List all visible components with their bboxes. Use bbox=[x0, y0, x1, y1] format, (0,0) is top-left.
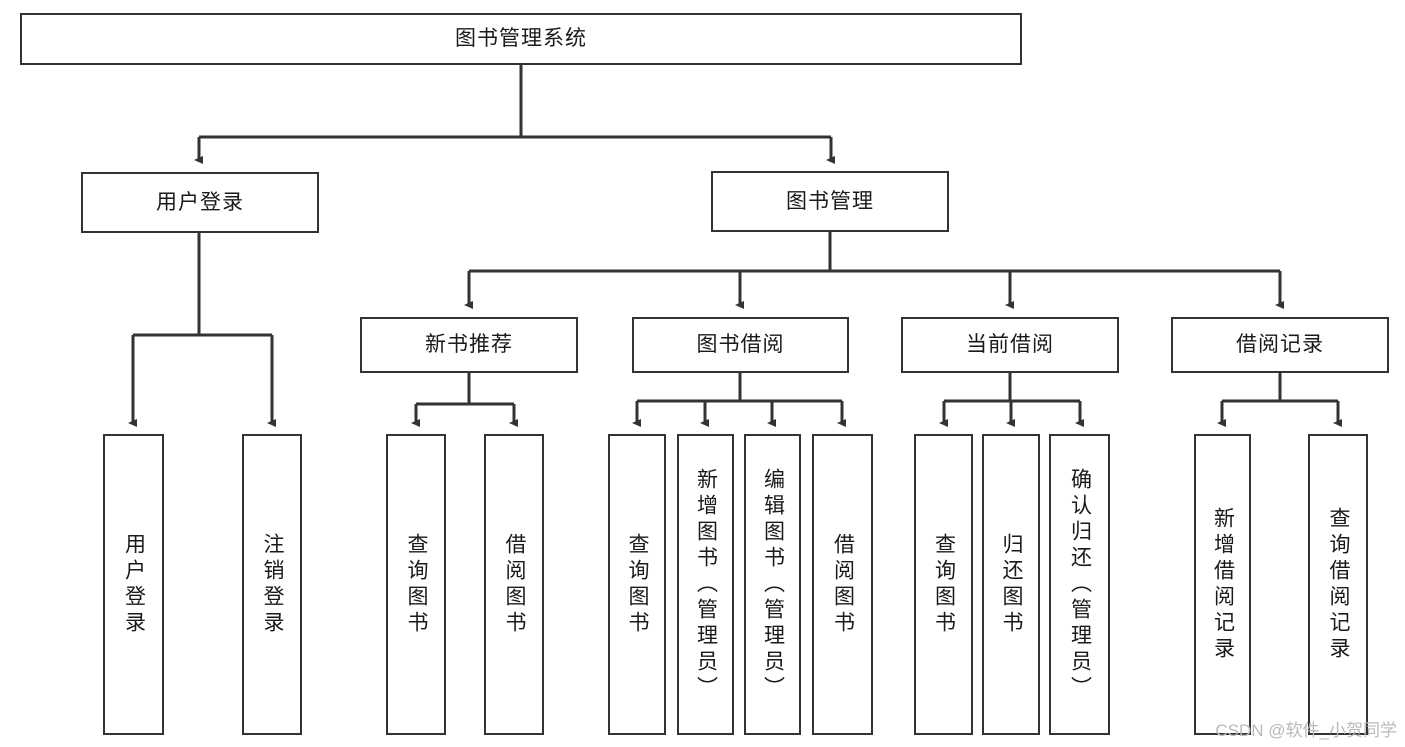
node-label: 用户登录 bbox=[156, 190, 244, 214]
node-label: 查询图书 bbox=[626, 532, 650, 637]
leaf-node[interactable]: 查询借阅记录 bbox=[1308, 434, 1368, 735]
node-label: 图书管理 bbox=[786, 189, 874, 213]
node-label: 借阅图书 bbox=[503, 532, 527, 637]
node-label: 新书推荐 bbox=[425, 333, 513, 357]
node-label: 新增图书（管理员） bbox=[694, 467, 718, 702]
node-label: 当前借阅 bbox=[966, 333, 1054, 357]
node-borrow-record[interactable]: 借阅记录 bbox=[1171, 317, 1389, 373]
node-root-label: 图书管理系统 bbox=[455, 27, 587, 51]
node-label: 查询借阅记录 bbox=[1327, 506, 1351, 663]
node-label: 编辑图书（管理员） bbox=[761, 467, 785, 702]
node-book-management[interactable]: 图书管理 bbox=[711, 171, 949, 232]
node-label: 用户登录 bbox=[122, 532, 146, 637]
leaf-node[interactable]: 注销登录 bbox=[242, 434, 302, 735]
node-label: 借阅记录 bbox=[1236, 333, 1324, 357]
node-label: 借阅图书 bbox=[831, 532, 855, 637]
node-label: 查询图书 bbox=[405, 532, 429, 637]
leaf-node[interactable]: 借阅图书 bbox=[484, 434, 544, 735]
node-current-borrow[interactable]: 当前借阅 bbox=[901, 317, 1119, 373]
leaf-node[interactable]: 借阅图书 bbox=[812, 434, 873, 735]
csdn-watermark: CSDN @软件_小贺同学 bbox=[1215, 721, 1397, 740]
leaf-node[interactable]: 查询图书 bbox=[914, 434, 973, 735]
node-user-login[interactable]: 用户登录 bbox=[81, 172, 319, 233]
node-root-system[interactable]: 图书管理系统 bbox=[20, 13, 1022, 65]
leaf-node[interactable]: 新增借阅记录 bbox=[1194, 434, 1251, 735]
leaf-node[interactable]: 归还图书 bbox=[982, 434, 1040, 735]
leaf-node[interactable]: 查询图书 bbox=[386, 434, 446, 735]
node-label: 归还图书 bbox=[1000, 532, 1024, 637]
leaf-node[interactable]: 查询图书 bbox=[608, 434, 666, 735]
leaf-node[interactable]: 编辑图书（管理员） bbox=[744, 434, 801, 735]
node-label: 图书借阅 bbox=[696, 333, 785, 357]
leaf-node[interactable]: 新增图书（管理员） bbox=[677, 434, 734, 735]
node-label: 查询图书 bbox=[932, 532, 956, 637]
node-label: 注销登录 bbox=[261, 532, 285, 637]
leaf-node[interactable]: 确认归还（管理员） bbox=[1049, 434, 1110, 735]
node-label: 确认归还（管理员） bbox=[1068, 467, 1092, 702]
node-label: 新增借阅记录 bbox=[1211, 506, 1235, 663]
node-book-borrow[interactable]: 图书借阅 bbox=[632, 317, 849, 373]
leaf-node[interactable]: 用户登录 bbox=[103, 434, 164, 735]
node-new-book-recommend[interactable]: 新书推荐 bbox=[360, 317, 578, 373]
